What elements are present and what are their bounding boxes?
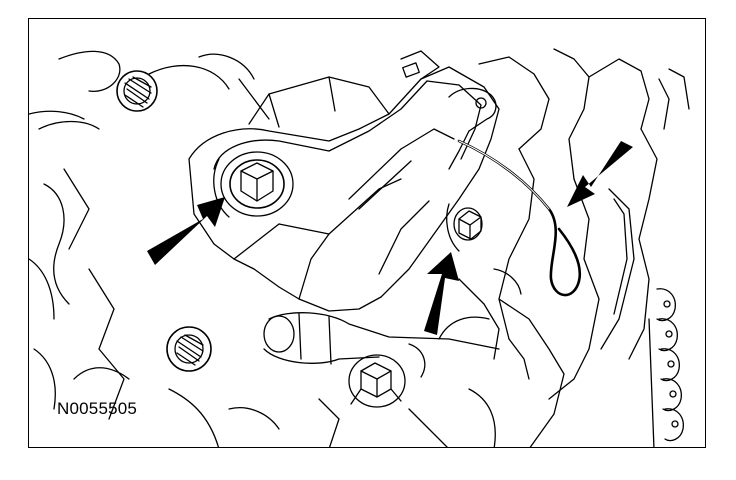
- arrow-icon: [147, 197, 225, 265]
- left-bolt: [214, 152, 293, 217]
- timing-chain: [649, 289, 683, 448]
- arrow-icon: [567, 141, 633, 207]
- figure-reference-code: N0055505: [57, 399, 138, 418]
- bottom-bolt: [349, 355, 405, 407]
- center-bolt: [447, 204, 482, 251]
- right-housing: [459, 49, 689, 448]
- engine-housing-left: [29, 51, 269, 448]
- upper-left-boss: [117, 71, 157, 111]
- lower-shaft: [229, 313, 499, 448]
- engine-component-illustration: [29, 19, 706, 448]
- arrow-icon: [424, 252, 459, 335]
- clip-bracket: [449, 88, 496, 169]
- callout-arrows: [147, 141, 633, 335]
- illustration-frame: N0055505: [28, 18, 706, 448]
- wire-clip: [459, 141, 580, 295]
- pump-body: [189, 51, 499, 311]
- lower-left-boss: [167, 327, 211, 371]
